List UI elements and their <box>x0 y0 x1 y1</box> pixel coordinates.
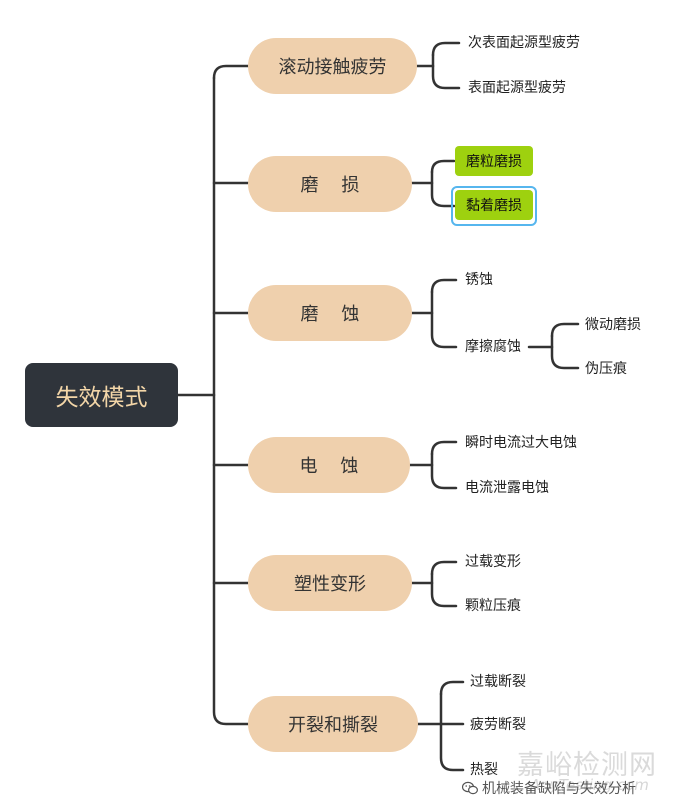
branch-label: 电 蚀 <box>299 456 359 477</box>
branch-rolling-contact-fatigue[interactable]: 滚动接触疲劳 <box>248 38 417 94</box>
root-label: 失效模式 <box>55 385 148 411</box>
leaf-label: 磨粒磨损 <box>466 154 522 170</box>
branch-corrosion[interactable]: 磨 蚀 <box>248 285 412 341</box>
branch-wear[interactable]: 磨 损 <box>248 156 412 212</box>
leaf-current-leakage-erosion[interactable]: 电流泄露电蚀 <box>465 480 549 496</box>
leaf-subsurface-fatigue[interactable]: 次表面起源型疲劳 <box>468 35 580 51</box>
leaf-overload-deformation[interactable]: 过载变形 <box>465 554 521 570</box>
branch-fracture-and-cracking[interactable]: 开裂和撕裂 <box>248 696 418 752</box>
branch-label: 塑性变形 <box>294 574 366 595</box>
root-node[interactable]: 失效模式 <box>25 363 178 427</box>
wechat-account-tag: 机械装备缺陷与失效分析 <box>462 778 636 798</box>
leaf-excessive-current-erosion[interactable]: 瞬时电流过大电蚀 <box>465 435 577 451</box>
watermark-url: AnyTesting.com <box>530 776 649 794</box>
leaf-particle-indentation[interactable]: 颗粒压痕 <box>465 598 521 614</box>
branch-label: 滚动接触疲劳 <box>278 57 387 78</box>
watermark-text: 嘉峪检测网 <box>517 750 657 781</box>
wechat-icon <box>462 781 478 795</box>
branch-label: 开裂和撕裂 <box>288 715 378 736</box>
leaf-label: 黏着磨损 <box>466 198 522 214</box>
branch-plastic-deformation[interactable]: 塑性变形 <box>248 555 412 611</box>
leaf-fretting-wear[interactable]: 微动磨损 <box>585 317 641 333</box>
leaf-overload-fracture[interactable]: 过载断裂 <box>470 674 526 690</box>
leaf-abrasive-wear[interactable]: 磨粒磨损 <box>455 146 533 176</box>
leaf-fatigue-fracture[interactable]: 疲劳断裂 <box>470 717 526 733</box>
leaf-rust[interactable]: 锈蚀 <box>465 272 493 288</box>
branch-label: 磨 蚀 <box>300 304 360 325</box>
branch-label: 磨 损 <box>300 175 360 196</box>
leaf-fretting-corrosion[interactable]: 摩擦腐蚀 <box>465 339 521 355</box>
leaf-false-brinelling[interactable]: 伪压痕 <box>585 361 627 377</box>
leaf-thermal-cracking[interactable]: 热裂 <box>470 762 498 778</box>
selection-ring <box>451 186 537 226</box>
leaf-surface-fatigue[interactable]: 表面起源型疲劳 <box>468 80 566 96</box>
leaf-adhesive-wear[interactable]: 黏着磨损 <box>455 190 533 220</box>
branch-electrical-erosion[interactable]: 电 蚀 <box>248 437 410 493</box>
wechat-account-name: 机械装备缺陷与失效分析 <box>482 781 636 797</box>
